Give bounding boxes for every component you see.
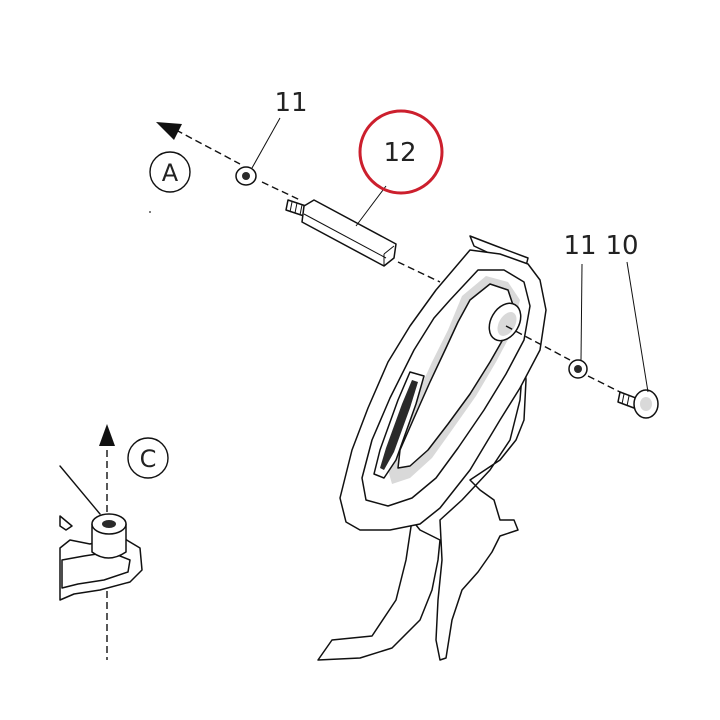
axis-a (156, 122, 441, 283)
axis-b (505, 325, 625, 395)
washer-right (568, 263, 588, 379)
standoff-part (285, 185, 397, 267)
stray-dot (149, 211, 151, 213)
view-marker-c: C (127, 437, 169, 479)
lower-left-bracket (59, 465, 143, 601)
view-marker-a: A (149, 151, 191, 193)
washer-top (235, 117, 281, 186)
axis-c (99, 424, 115, 660)
callout-washer-top: 11 (274, 88, 307, 118)
callout-washer-right: 11 (563, 231, 596, 261)
arrow-a-head (156, 122, 182, 140)
view-marker-a-label: A (162, 159, 179, 187)
arrow-c-head (99, 424, 115, 446)
view-marker-c-label: C (140, 445, 157, 473)
bolt-part (617, 261, 659, 419)
side-panel-bracket (317, 235, 547, 661)
callout-bolt: 10 (605, 231, 638, 261)
highlight-circle (358, 109, 444, 195)
callout-standoff: 12 (383, 138, 416, 168)
